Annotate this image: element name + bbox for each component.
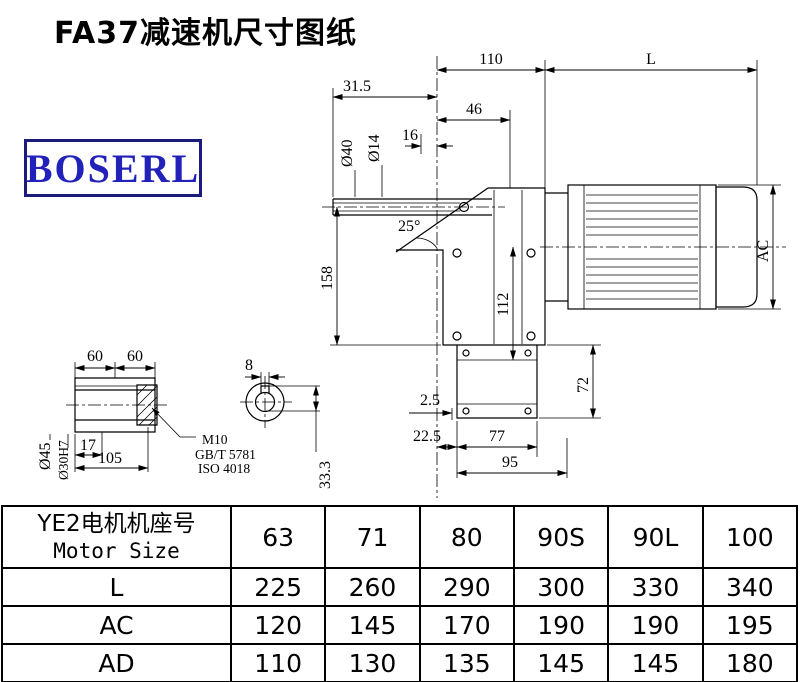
dim-dia14: Ø14 <box>366 134 383 162</box>
dim-46: 46 <box>466 101 482 118</box>
table-cell: 145 <box>324 605 421 645</box>
dim-77: 77 <box>489 428 505 445</box>
dimension-labels: 110 L 31.5 46 16 Ø40 Ø14 25° 158 112 AC … <box>319 51 772 471</box>
dim-dia30h7: Ø30H7 <box>56 440 71 480</box>
table-cell: 290 <box>418 567 515 607</box>
dim-158: 158 <box>319 266 336 290</box>
page-title: FA37减速机尺寸图纸 <box>54 16 358 51</box>
table-cell: 130 <box>324 643 421 682</box>
gearbox-outline <box>332 187 546 419</box>
dim-AC: AC <box>755 240 772 262</box>
motor-size-col: 63 <box>229 505 327 569</box>
dim-72: 72 <box>575 377 592 393</box>
table-cell: 195 <box>701 605 799 645</box>
dim-110: 110 <box>479 51 502 68</box>
motor-size-col: 100 <box>701 505 799 569</box>
table-cell: 260 <box>324 567 421 607</box>
motor-size-table: YE2电机机座号 Motor Size 63 71 80 90S 90L 100… <box>1 505 799 682</box>
row-label-L: L <box>1 567 232 607</box>
table-row-L: L 225 260 290 300 330 340 <box>1 567 799 607</box>
dim-8: 8 <box>245 357 253 374</box>
centerlines <box>66 56 786 498</box>
motor-size-col: 90L <box>607 505 704 569</box>
motor-outline <box>545 184 758 310</box>
dim-16: 16 <box>402 127 418 144</box>
dim-105: 105 <box>98 450 122 467</box>
shaft-detail <box>74 377 158 433</box>
detail-dimension-labels: 60 60 8 Ø45 Ø30H7 17 105 M10 GB/T 5781 I… <box>37 348 334 489</box>
dim-17: 17 <box>80 437 96 454</box>
header-line-en: Motor Size <box>53 538 180 563</box>
table-cell: 340 <box>701 567 799 607</box>
header-line-cn: YE2电机机座号 <box>37 511 196 538</box>
table-cell: 300 <box>512 567 610 607</box>
row-label-AC: AC <box>1 605 232 645</box>
dim-L: L <box>646 51 656 68</box>
table-row-header: YE2电机机座号 Motor Size 63 71 80 90S 90L 100 <box>1 505 799 569</box>
table-cell: 330 <box>607 567 704 607</box>
table-cell: 225 <box>229 567 327 607</box>
dim-33-3: 33.3 <box>317 461 334 489</box>
extension-lines <box>330 60 781 478</box>
table-cell: 190 <box>607 605 704 645</box>
hatch-lines <box>136 384 158 426</box>
dim-dia40: Ø40 <box>339 139 356 167</box>
dim-31-5: 31.5 <box>343 78 371 95</box>
motor-size-col: 80 <box>418 505 515 569</box>
table-cell: 145 <box>512 643 610 682</box>
table-cell: 120 <box>229 605 327 645</box>
note-gbt-5781: GB/T 5781 <box>195 447 256 462</box>
table-cell: 110 <box>229 643 327 682</box>
table-cell: 145 <box>607 643 704 682</box>
detail-dimensions: 60 60 8 Ø45 Ø30H7 17 105 M10 GB/T 5781 I… <box>37 348 334 489</box>
dimension-lines <box>332 67 776 476</box>
boserl-logo: BOSERL <box>24 139 202 197</box>
logo-text: BOSERL <box>25 145 201 191</box>
table-cell: 170 <box>418 605 515 645</box>
dim-dia45: Ø45 <box>37 442 54 470</box>
dim-112: 112 <box>495 293 512 316</box>
motor-size-col: 71 <box>324 505 421 569</box>
dim-2-5: 2.5 <box>420 392 440 409</box>
note-m10: M10 <box>202 432 228 447</box>
dim-60-left: 60 <box>87 348 103 365</box>
table-cell: 180 <box>701 643 799 682</box>
technical-drawing: 110 L 31.5 46 16 Ø40 Ø14 25° 158 112 AC … <box>37 51 786 498</box>
table-row-AC: AC 120 145 170 190 190 195 <box>1 605 799 645</box>
dim-60-right: 60 <box>127 348 143 365</box>
row-label-AD: AD <box>1 643 232 682</box>
dim-angle-25: 25° <box>398 218 420 235</box>
table-cell: 190 <box>512 605 610 645</box>
note-iso-4018: ISO 4018 <box>198 461 250 476</box>
table-row-AD: AD 110 130 135 145 145 180 <box>1 643 799 682</box>
dim-22-5: 22.5 <box>413 428 441 445</box>
detail-dimension-lines <box>74 365 319 471</box>
dim-95: 95 <box>502 454 518 471</box>
table-cell: 135 <box>418 643 515 682</box>
motor-size-col: 90S <box>512 505 610 569</box>
motor-fins <box>586 194 698 300</box>
motor-size-header-cell: YE2电机机座号 Motor Size <box>1 505 232 569</box>
